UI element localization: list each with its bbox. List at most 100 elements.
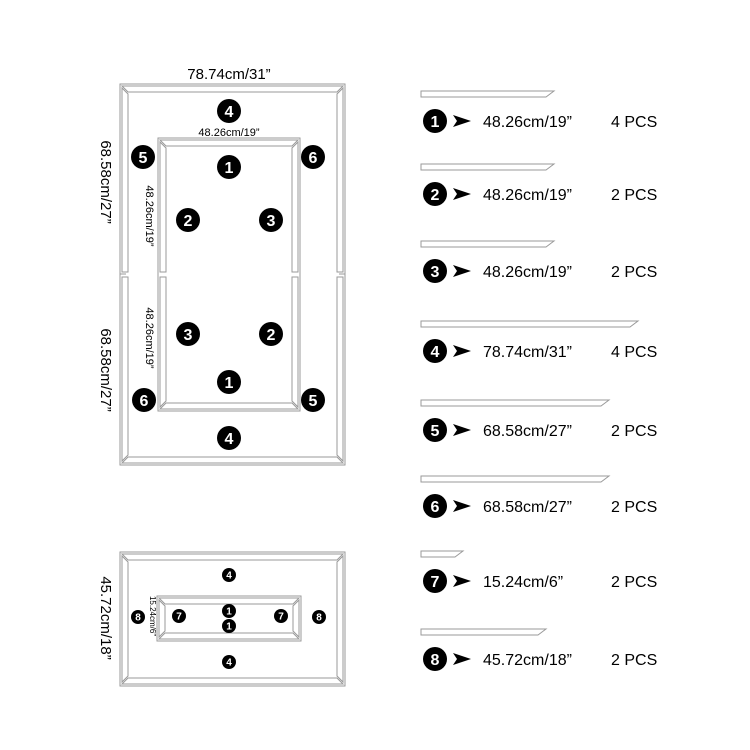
- svg-text:3: 3: [184, 327, 193, 344]
- part-strip: [420, 90, 556, 98]
- inner-height-bottom-label: 48.26cm/19”: [143, 307, 155, 368]
- small-outer-frame: [119, 551, 346, 687]
- piece-4-small-top: [120, 553, 345, 561]
- badge-5-top-left: 5: [131, 145, 155, 169]
- badge-small-7-right: 7: [274, 609, 288, 623]
- part-length: 48.26cm/19”: [483, 264, 572, 281]
- piece-1-top: [158, 139, 300, 147]
- part-length: 15.24cm/6”: [483, 574, 563, 591]
- badge-4-bottom: 4: [217, 426, 241, 450]
- badge-1-bottom: 1: [217, 370, 241, 394]
- piece-3-bottom-left: [159, 276, 167, 409]
- layout-small-badges: 4 8 8 7 7 1 1 4: [131, 568, 326, 669]
- part-badge: 8: [423, 647, 447, 671]
- part-strip: [420, 475, 611, 483]
- height-bottom-label: 68.58cm/27”: [97, 328, 114, 411]
- piece-6-top-right: [336, 86, 344, 273]
- height-top-label: 68.58cm/27”: [97, 140, 114, 223]
- svg-text:5: 5: [309, 393, 318, 410]
- arrow-icon: [453, 424, 471, 436]
- badge-6-top-right: 6: [301, 145, 325, 169]
- part-length: 68.58cm/27”: [483, 499, 572, 516]
- piece-8-small-left: [121, 554, 129, 684]
- layout-large-badges: 4 5 6 1 2 3 3 2 1 6 5 4: [131, 99, 325, 450]
- small-inner-frame: [156, 595, 302, 642]
- part-badge: 5: [423, 418, 447, 442]
- outer-width-label: 78.74cm/31”: [187, 66, 270, 83]
- badge-small-7-left: 7: [172, 609, 186, 623]
- badge-small-4-top: 4: [222, 568, 236, 582]
- svg-text:2: 2: [184, 213, 193, 230]
- svg-text:3: 3: [431, 264, 440, 281]
- part-qty: 2 PCS: [611, 423, 657, 440]
- svg-text:4: 4: [226, 658, 232, 669]
- piece-5-bottom-right: [336, 276, 344, 463]
- piece-5-top-left: [121, 86, 129, 273]
- svg-text:4: 4: [225, 104, 234, 121]
- part-strip: [420, 320, 640, 328]
- svg-text:6: 6: [309, 150, 318, 167]
- arrow-icon: [453, 653, 471, 665]
- svg-text:5: 5: [139, 150, 148, 167]
- arrow-icon: [453, 575, 471, 587]
- arrow-icon: [453, 115, 471, 127]
- piece-4-small-bottom: [120, 677, 345, 685]
- svg-text:1: 1: [431, 114, 440, 131]
- part-strip: [420, 550, 465, 558]
- svg-text:1: 1: [226, 607, 232, 618]
- part-badge: 3: [423, 259, 447, 283]
- badge-2-bottom-right: 2: [259, 322, 283, 346]
- part-qty: 4 PCS: [611, 114, 657, 131]
- badge-small-4-bottom: 4: [222, 655, 236, 669]
- badge-2-top-left: 2: [176, 208, 200, 232]
- piece-2-bottom-right: [291, 276, 299, 409]
- part-qty: 2 PCS: [611, 652, 657, 669]
- part-strip: [420, 628, 548, 636]
- arrow-icon: [453, 265, 471, 277]
- svg-text:1: 1: [225, 160, 234, 177]
- inner-frame: [157, 137, 301, 412]
- layout-small: [119, 551, 346, 687]
- piece-1-small-top: [157, 597, 301, 605]
- badge-1-top: 1: [217, 155, 241, 179]
- piece-7-small-left: [158, 598, 166, 639]
- piece-4-top: [120, 85, 345, 93]
- svg-text:1: 1: [226, 622, 232, 633]
- piece-6-bottom-left: [121, 276, 129, 463]
- svg-text:7: 7: [431, 574, 440, 591]
- arrow-icon: [453, 500, 471, 512]
- badge-6-bottom-left: 6: [132, 388, 156, 412]
- badge-3-top-right: 3: [259, 208, 283, 232]
- part-length: 48.26cm/19”: [483, 114, 572, 131]
- svg-text:4: 4: [431, 344, 440, 361]
- badge-3-bottom-left: 3: [176, 322, 200, 346]
- part-badge: 1: [423, 109, 447, 133]
- badge-small-8-left: 8: [131, 610, 145, 624]
- part-length: 78.74cm/31”: [483, 344, 572, 361]
- small-height-label: 45.72cm/18”: [97, 576, 114, 659]
- badge-small-8-right: 8: [312, 610, 326, 624]
- svg-text:2: 2: [431, 187, 440, 204]
- part-strip: [420, 399, 611, 407]
- svg-text:7: 7: [278, 612, 284, 623]
- badge-small-1-bottom: 1: [222, 619, 236, 633]
- svg-text:8: 8: [135, 613, 141, 624]
- part-badge: 7: [423, 569, 447, 593]
- piece-7-small-right: [292, 598, 300, 639]
- small-inner-height-label: 15.24cm/6”: [148, 596, 157, 636]
- part-strip: [420, 163, 556, 171]
- piece-1-small-bottom: [157, 632, 301, 640]
- svg-text:8: 8: [431, 652, 440, 669]
- part-strip: [420, 240, 556, 248]
- part-qty: 4 PCS: [611, 344, 657, 361]
- piece-8-small-right: [336, 554, 344, 684]
- svg-text:4: 4: [226, 571, 232, 582]
- layout-large: [119, 83, 346, 466]
- svg-text:2: 2: [267, 327, 276, 344]
